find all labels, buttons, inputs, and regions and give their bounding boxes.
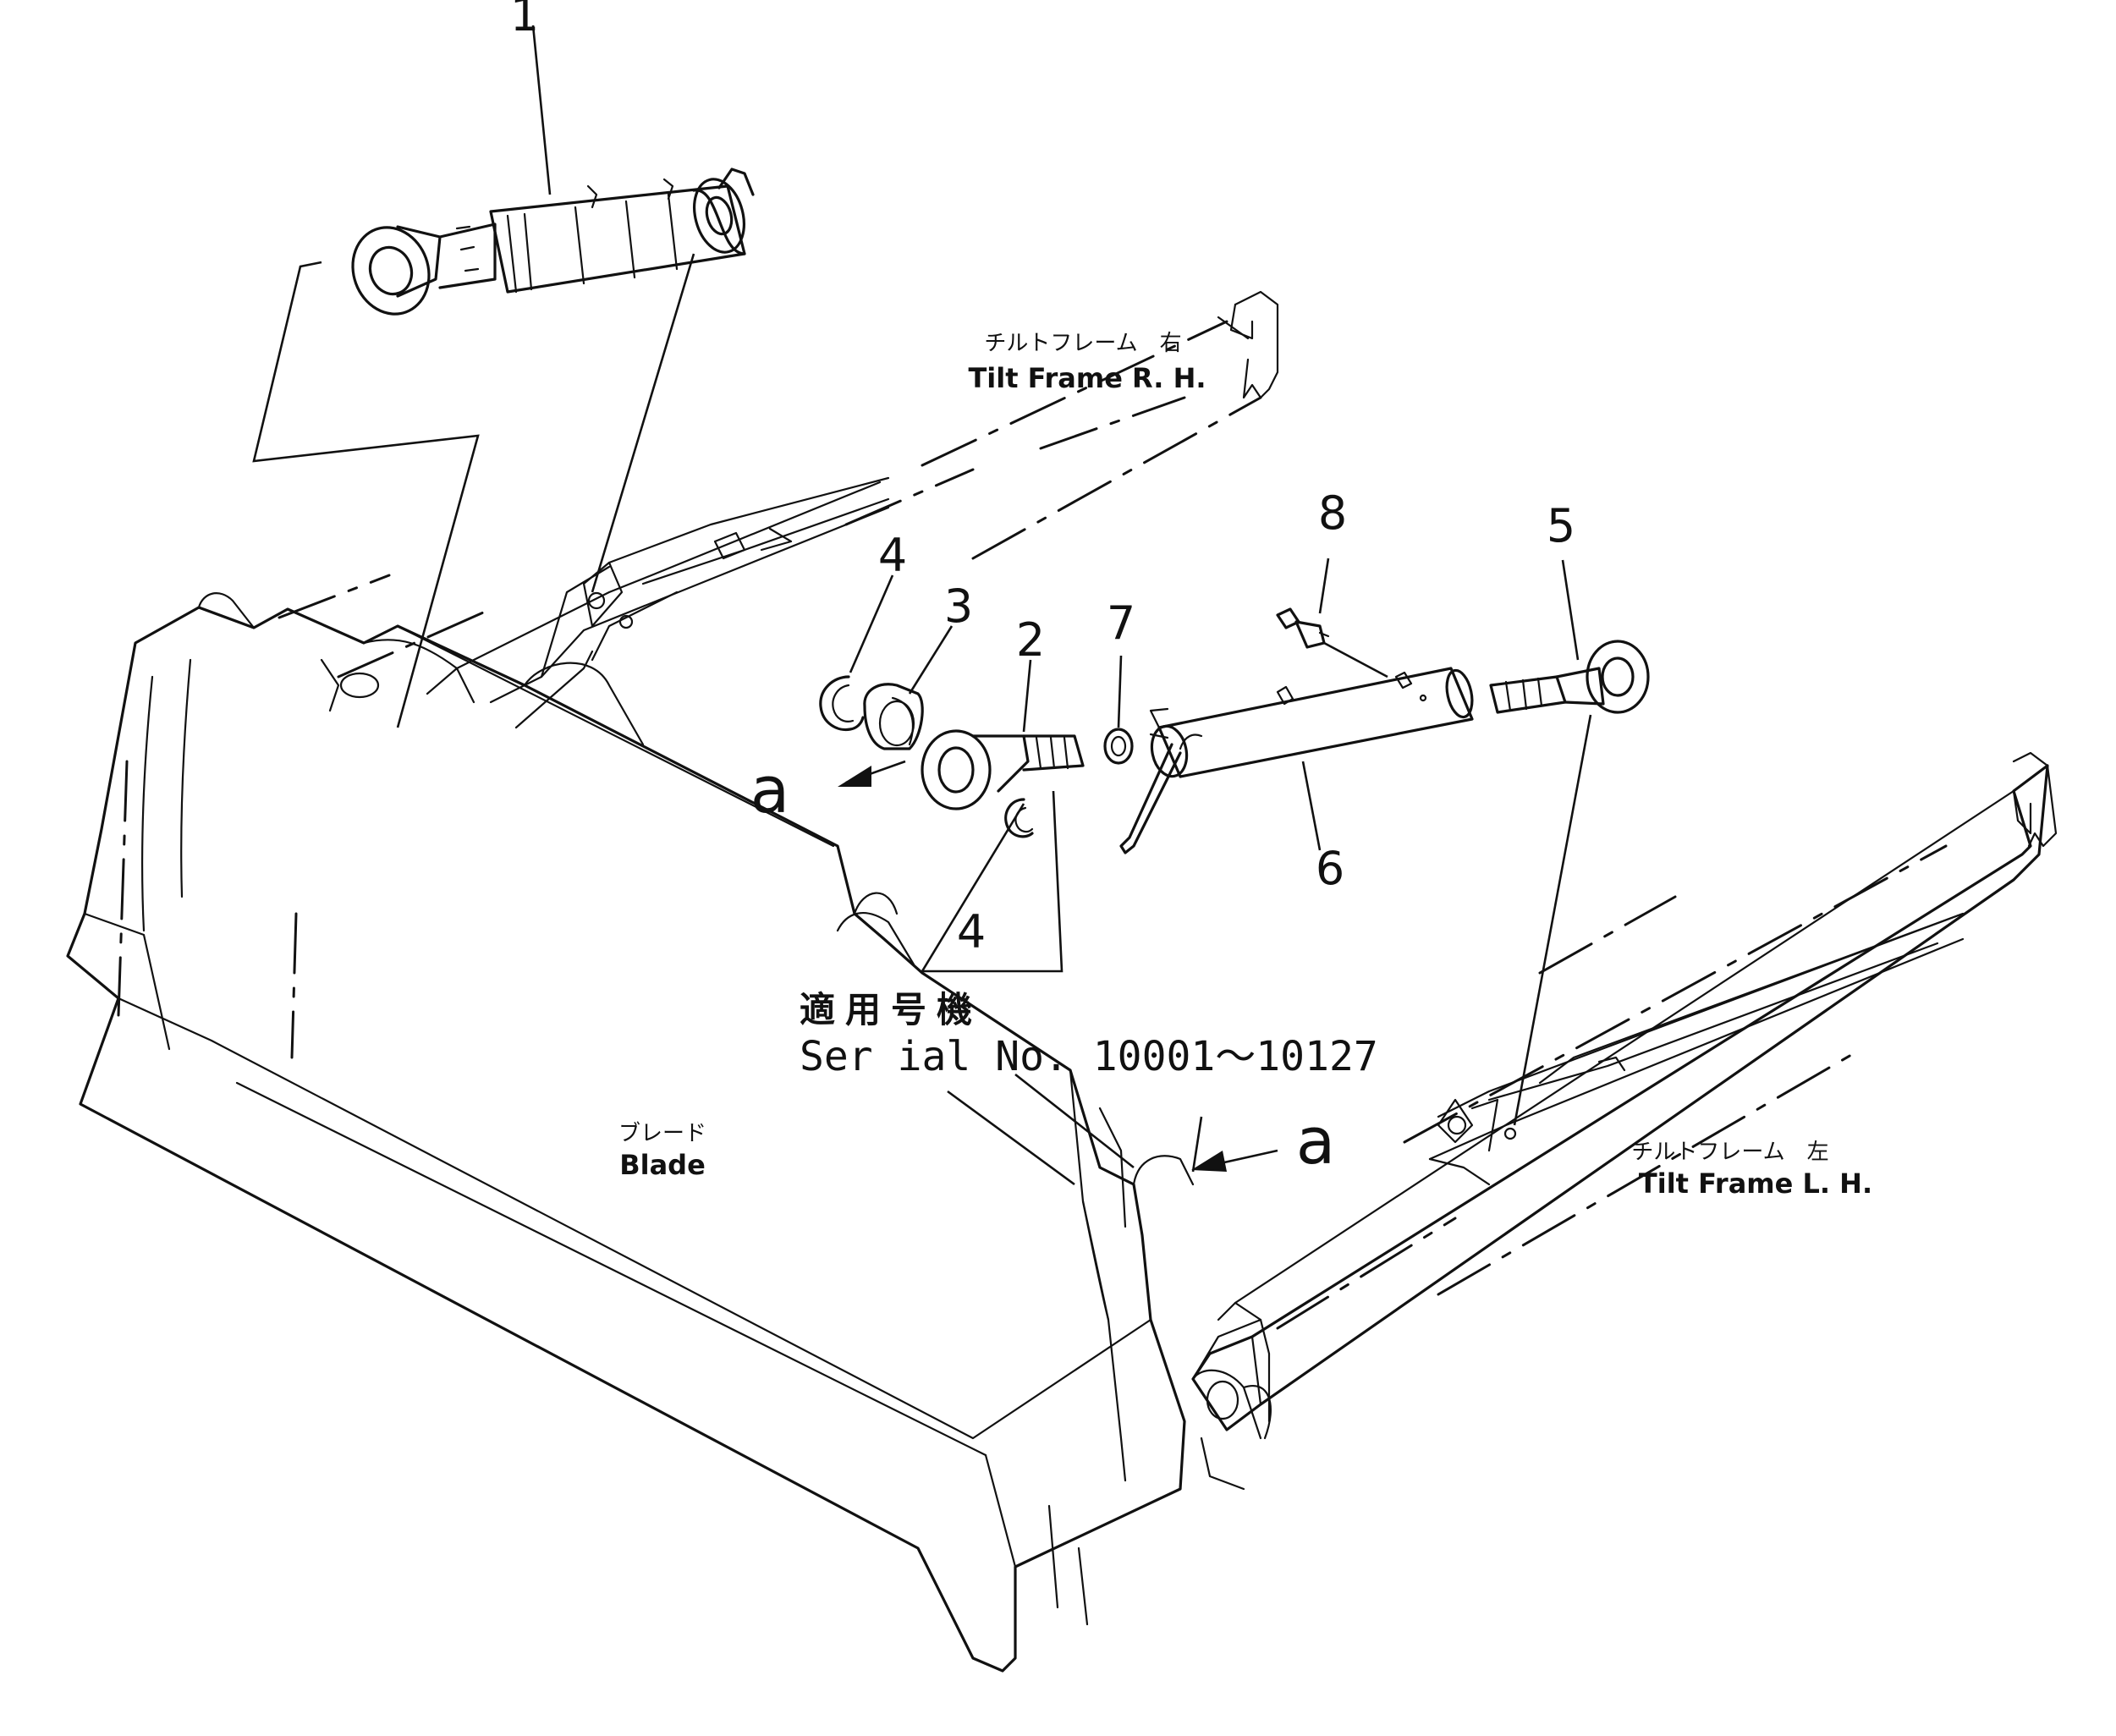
spherical-bushing: [863, 683, 924, 750]
serial-number-range: Ser ial No. 10001～10127: [800, 1033, 1378, 1080]
grease-fitting: [1276, 607, 1330, 649]
view-arrow-left: [838, 760, 906, 787]
serial-heading: 適用号機: [800, 989, 982, 1030]
tilt-frame-rh-illustration: [455, 290, 1279, 729]
callout-5: 5: [1547, 499, 1575, 552]
snap-ring-lower: [1004, 798, 1034, 838]
view-marker-a-right: a: [1296, 1103, 1336, 1178]
callout-6: 6: [1316, 842, 1344, 895]
blade-illustration: [66, 574, 1195, 1673]
tilt-frame-lh-label-jp: チルトフレーム 左: [1631, 1140, 1828, 1165]
rod-end-right: [1489, 640, 1650, 714]
blade-label: Blade: [619, 1149, 706, 1181]
tilt-frame-rh-label: Tilt Frame R. H.: [968, 362, 1206, 394]
tilt-frame-rh-label-jp: チルトフレーム 右: [984, 331, 1181, 356]
callout-1: 1: [510, 0, 539, 41]
turnbuckle-tube: [1119, 667, 1474, 854]
rod-end: [921, 729, 1085, 810]
snap-ring-upper: [819, 675, 865, 732]
view-arrow-right: [1191, 1149, 1278, 1172]
callout-4-upper: 4: [878, 529, 907, 582]
tilt-frame-lh-illustration: [1191, 751, 2058, 1491]
callout-3: 3: [944, 580, 973, 633]
view-marker-a-left: a: [750, 752, 790, 827]
callout-8: 8: [1318, 486, 1347, 540]
callout-4-lower: 4: [957, 905, 986, 959]
tilt-cylinder-assembly: [351, 168, 755, 316]
lock-nut: [1103, 728, 1134, 765]
leader-lines: [252, 25, 1592, 1186]
tilt-frame-lh-label: Tilt Frame L. H.: [1639, 1167, 1872, 1200]
blade-label-jp: ブレード: [618, 1121, 706, 1146]
callout-7: 7: [1107, 596, 1135, 650]
callout-2: 2: [1016, 613, 1045, 667]
